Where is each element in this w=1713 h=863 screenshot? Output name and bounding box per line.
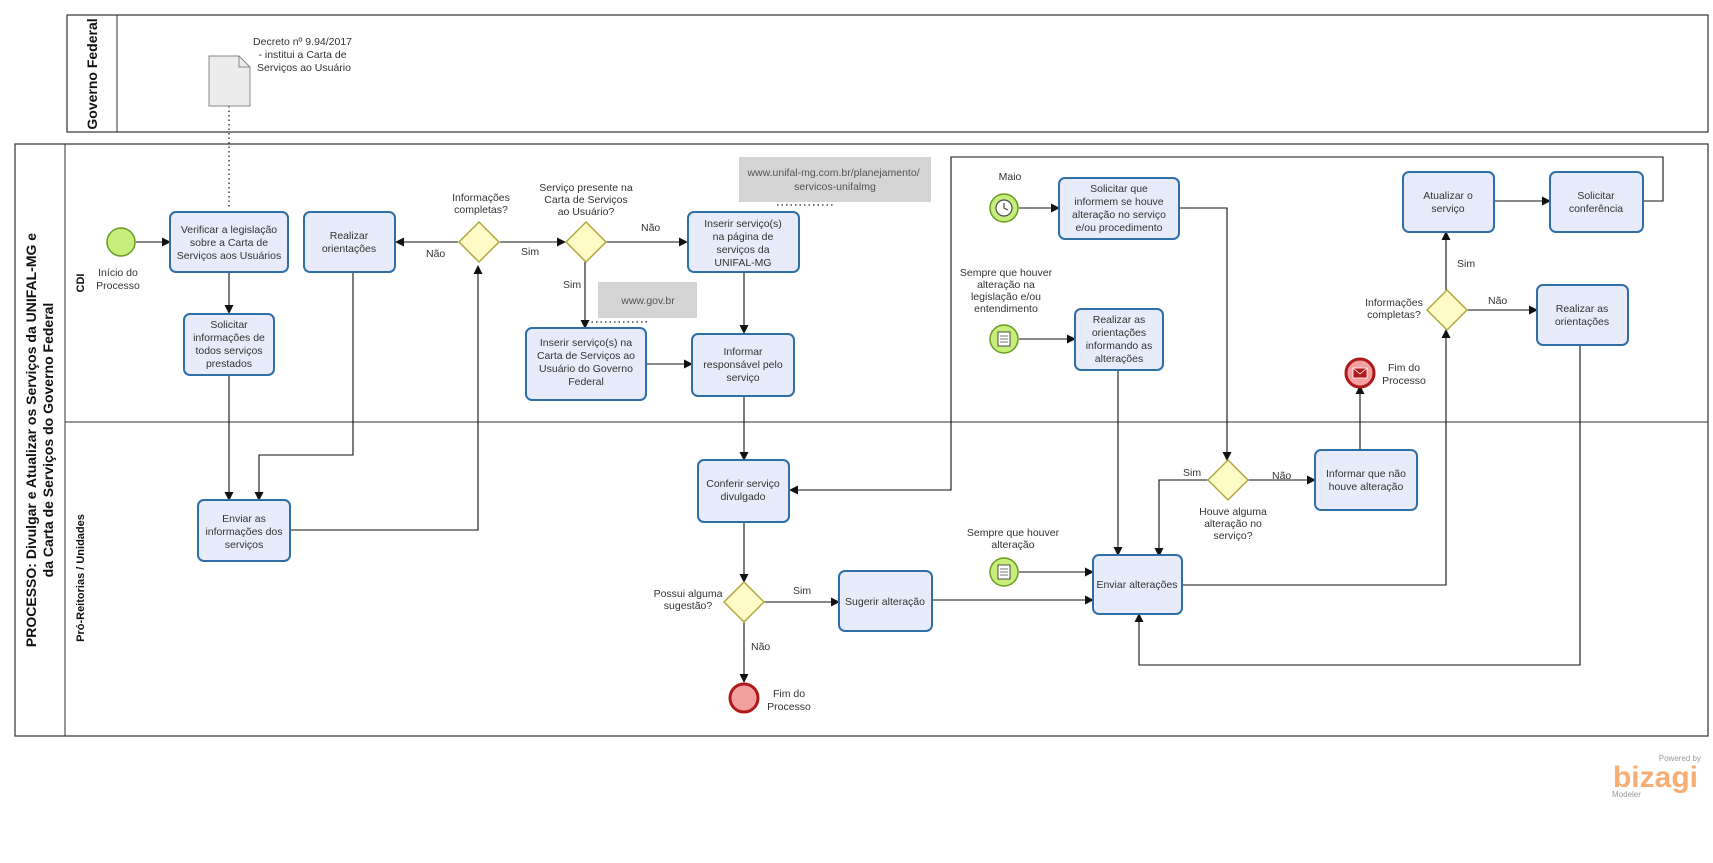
pool-title-governo-federal: Governo Federal (84, 18, 100, 129)
flow-label-nao-5: Não (1488, 295, 1507, 307)
annotation-url-unifal: www.unifal-mg.com.br/planejamento/ servi… (739, 157, 931, 202)
bizagi-watermark: Powered by bizagi Modeler (1612, 754, 1701, 799)
pool-title-line1: PROCESSO: Divulgar e Atualizar os Serviç… (23, 233, 39, 647)
svg-text:Maio: Maio (999, 171, 1022, 183)
flow-labels: Não Sim Não Sim Sim Não Sim Não Sim Não (426, 222, 1507, 653)
flow-label-nao-4: Não (1272, 470, 1291, 482)
flow-label-sim-1: Sim (521, 246, 539, 258)
associations (228, 106, 834, 323)
svg-text:Enviar alterações: Enviar alterações (1096, 579, 1177, 591)
task-sugerir-alteracao[interactable]: Sugerir alteração (838, 570, 933, 632)
flow-label-sim-4: Sim (1183, 467, 1201, 479)
document-decreto: Decreto nº 9.94/2017 - institui a Carta … (208, 36, 355, 107)
pool-title-line2: da Carta de Serviços do Governo Federal (40, 303, 56, 578)
flow-label-sim-5: Sim (1457, 258, 1475, 270)
sequence-flows (136, 156, 1664, 683)
svg-text:www.unifal-mg.com.br/planejame: www.unifal-mg.com.br/planejamento/ servi… (746, 167, 922, 193)
svg-text:www.gov.br: www.gov.br (620, 295, 675, 307)
flow-label-sim-3: Sim (793, 585, 811, 597)
task-enviar-alteracoes[interactable]: Enviar alterações (1092, 554, 1183, 615)
watermark-product: Modeler (1612, 790, 1641, 799)
flow-label-nao-3: Não (751, 641, 770, 653)
svg-text:Sugerir alteração: Sugerir alteração (845, 596, 925, 608)
watermark-brand: bizagi (1613, 761, 1698, 794)
watermark-powered: Powered by (1659, 754, 1701, 763)
flow-label-sim-2: Sim (563, 279, 581, 291)
flow-label-nao-2: Não (641, 222, 660, 234)
document-decreto-label: Decreto nº 9.94/2017 - institui a Carta … (253, 36, 355, 74)
timer-event-maio[interactable]: Maio (989, 171, 1022, 223)
annotation-url-govbr: www.gov.br (598, 282, 697, 318)
pool-main-process: PROCESSO: Divulgar e Atualizar os Serviç… (14, 143, 1709, 737)
pool-governo-federal: Governo Federal (66, 14, 1709, 133)
lane-title-pro-reitorias: Pró-Reitorias / Unidades (75, 514, 87, 642)
flow-label-nao-1: Não (426, 248, 445, 260)
envelope-icon (1352, 367, 1368, 379)
lane-title-cdi: CDI (75, 274, 87, 293)
